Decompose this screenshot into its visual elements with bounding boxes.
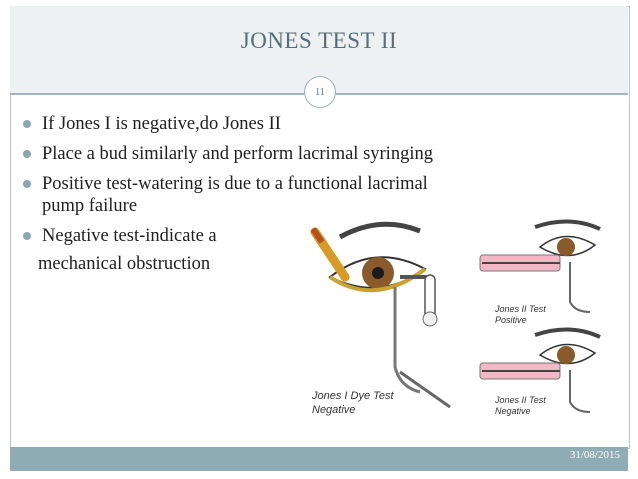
bullet-dot-icon [23,120,31,128]
slide-number: 11 [315,86,325,98]
bullet-text: Positive test-watering is due to a funct… [42,174,428,194]
slide-title: JONES TEST II [240,28,398,53]
bullet-text: Place a bud similarly and perform lacrim… [42,144,433,164]
bullet-item: Negative test-indicate a mechanical obst… [22,225,622,275]
bullet-dot-icon [23,150,31,158]
bullet-item: Positive test-watering is due to a funct… [22,173,622,217]
jones-2-negative-drawing [479,327,601,413]
jones-1-label: Jones I Dye Test [311,390,394,402]
bullet-text-continued: pump failure [42,196,138,216]
bullet-list: If Jones I is negative,do Jones II Place… [22,113,622,283]
bullet-item: Place a bud similarly and perform lacrim… [22,143,622,165]
bullet-item: If Jones I is negative,do Jones II [22,113,622,135]
jones-2-negative-result: Negative [495,406,531,416]
jones-2-positive-label: Jones II Test [494,304,546,314]
bullet-dot-icon [23,180,31,188]
jones-2-negative-label: Jones II Test [494,395,546,405]
jones-2-positive-drawing [479,219,601,313]
jones-1-eye-drawing [310,221,451,409]
jones-2-positive-result: Positive [495,315,527,325]
illustration-svg: Jones I Dye Test Negative Jones II Test … [310,219,601,416]
bullet-text-continued: mechanical obstruction [38,254,211,274]
bullet-dot-icon [23,232,31,240]
slide-date: 31/08/2015 [569,449,620,461]
slide-number-badge: 11 [304,76,336,108]
bullet-text: If Jones I is negative,do Jones II [42,114,281,134]
bullet-text: Negative test-indicate a [42,226,217,246]
jones-1-result: Negative [312,404,355,416]
footer-band [10,447,628,471]
jones-test-illustration: Jones I Dye Test Negative Jones II Test … [300,217,610,422]
